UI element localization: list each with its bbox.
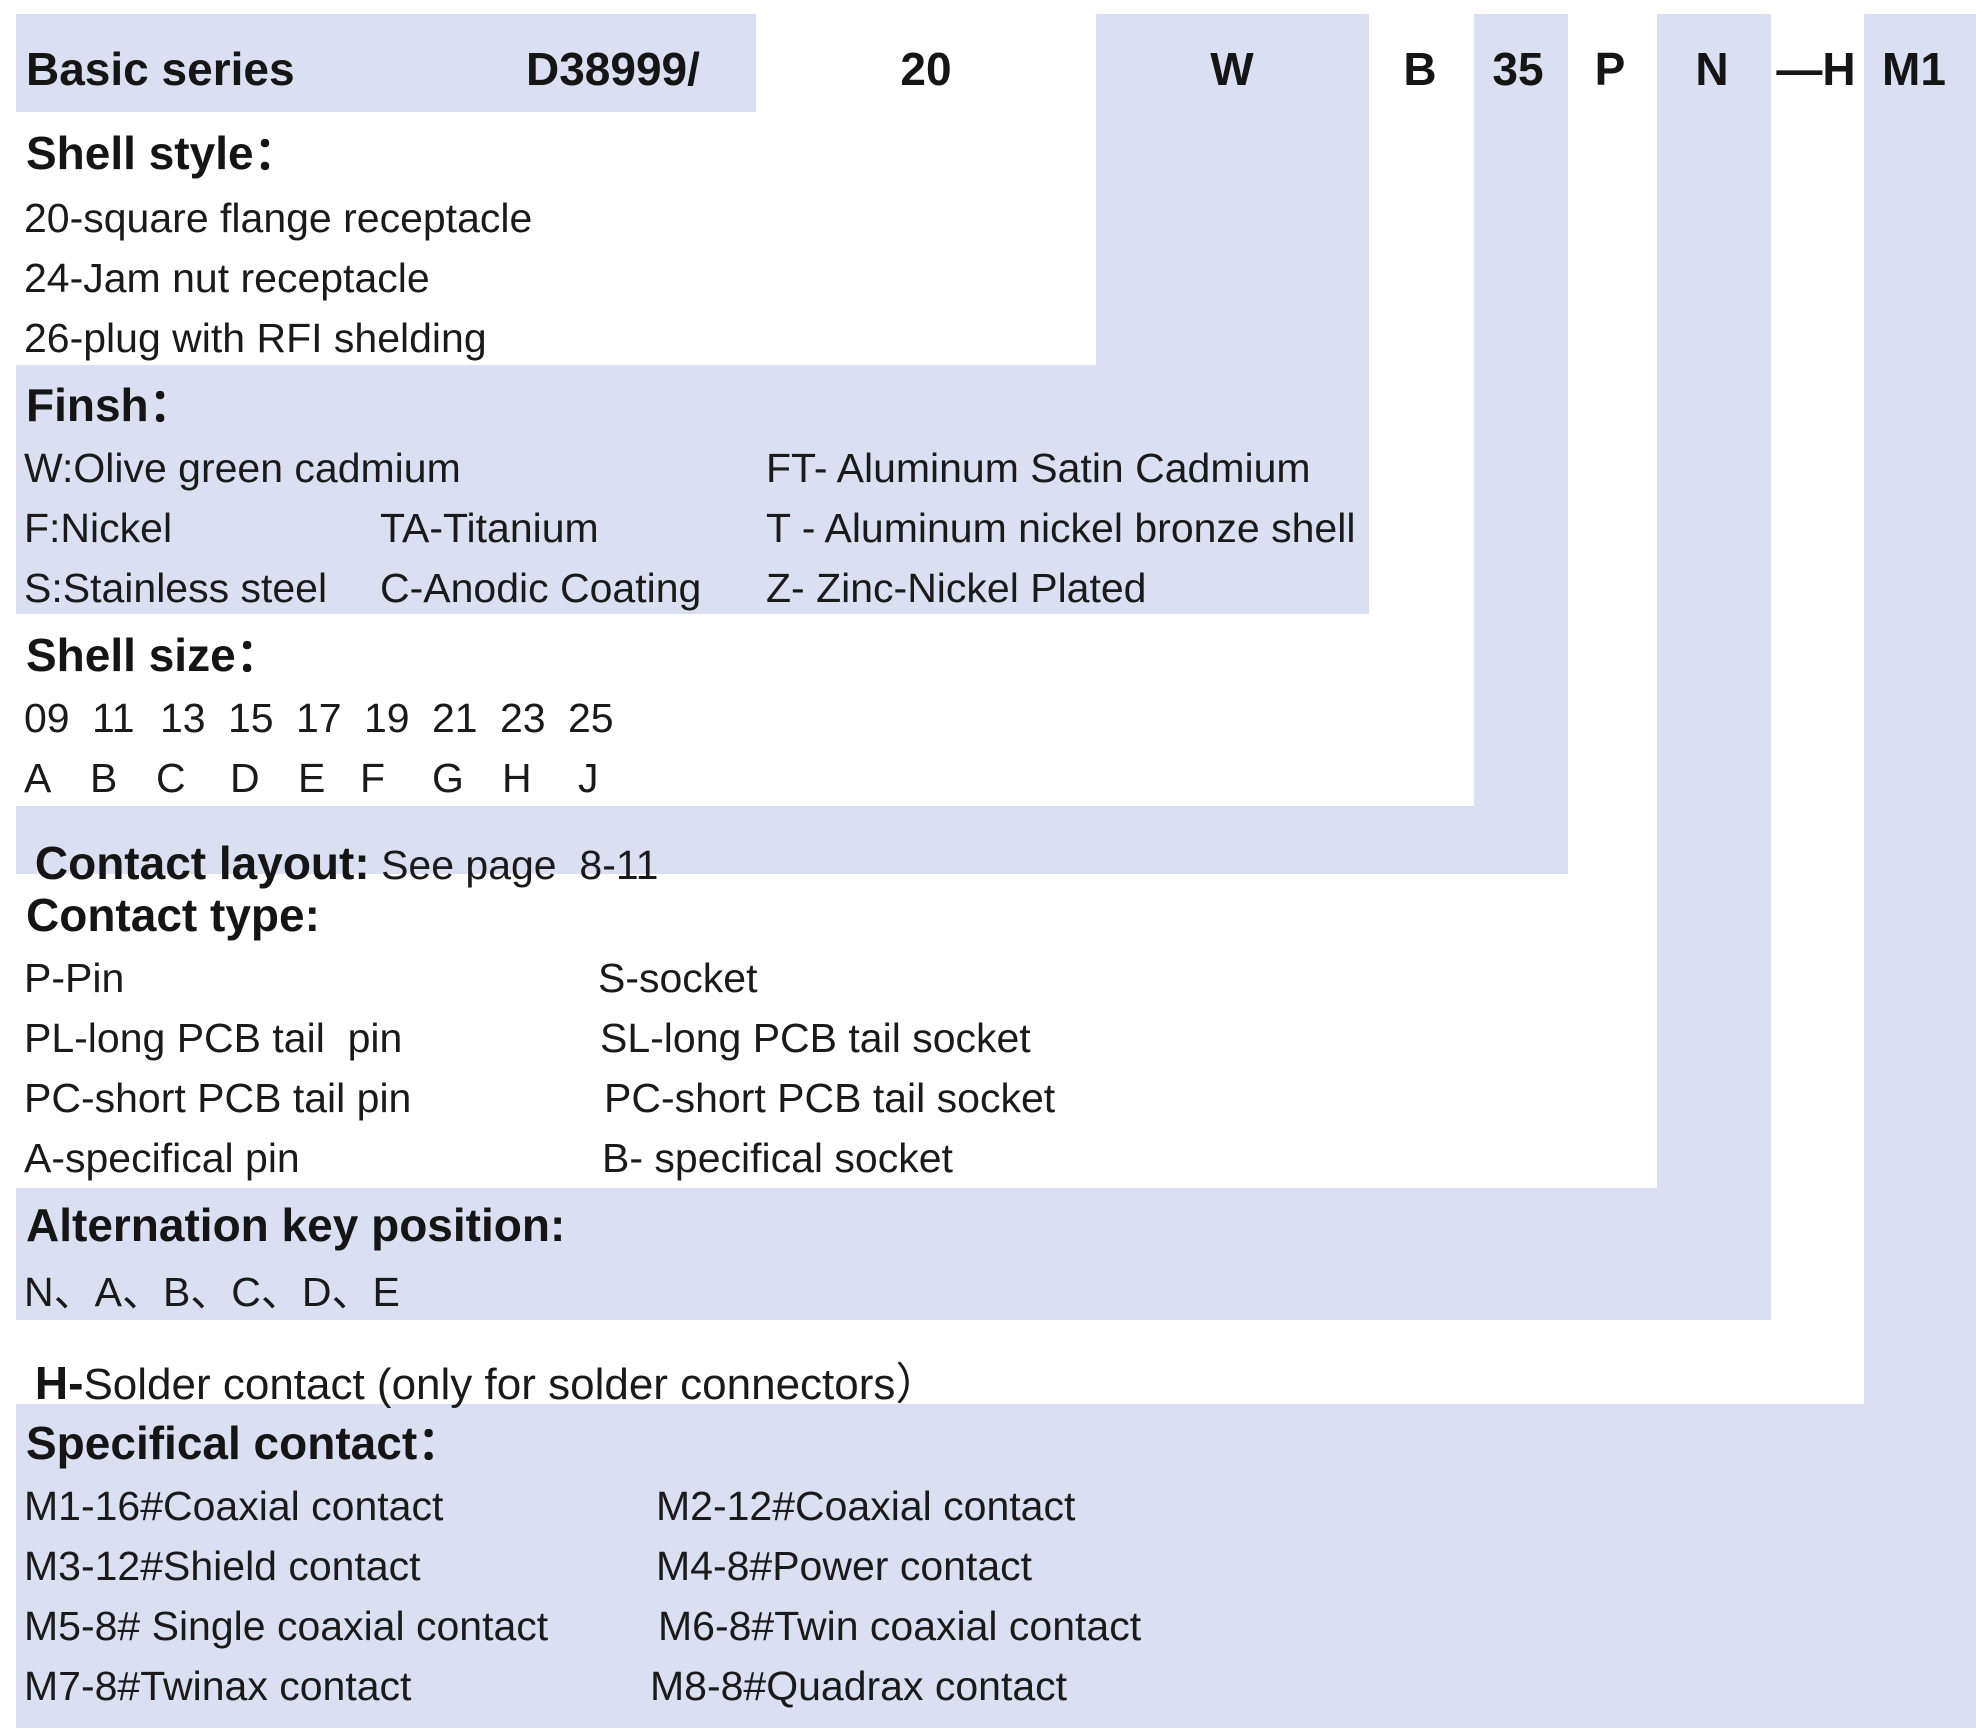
shell-size-letter: E — [298, 755, 326, 801]
shell-style-item: 20-square flange receptacle — [24, 195, 533, 241]
finish-band — [16, 365, 1369, 614]
shell-size-number: 25 — [568, 695, 614, 741]
finish-item: C-Anodic Coating — [380, 565, 702, 611]
code-finish: W — [1210, 43, 1254, 95]
alternation-band — [16, 1188, 1771, 1320]
contact-layout-text: See page 8-11 — [369, 842, 659, 888]
shell-size-number: 11 — [92, 695, 135, 741]
shell-size-number: 17 — [296, 695, 342, 741]
shell-size-letter: C — [156, 755, 186, 801]
finish-item: Z- Zinc-Nickel Plated — [766, 565, 1147, 611]
series-code: D38999/ — [526, 43, 700, 95]
contact-type-title: Contact type: — [26, 889, 320, 941]
contact-type-item: A-specifical pin — [24, 1135, 300, 1181]
specifical-item: M5-8# Single coaxial contact — [24, 1603, 549, 1649]
finish-title: Finsh： — [26, 379, 195, 431]
shell-style-band — [16, 112, 1096, 365]
code-solder: —H — [1776, 43, 1856, 95]
shell-size-letter: B — [90, 755, 118, 801]
shell-size-title: Shell size： — [26, 629, 282, 681]
shell-size-letter: F — [360, 755, 386, 801]
finish-item: FT- Aluminum Satin Cadmium — [766, 445, 1311, 491]
finish-item: S:Stainless steel — [24, 565, 328, 611]
shell-size-letter: G — [432, 755, 464, 801]
specifical-item: M1-16#Coaxial contact — [24, 1483, 444, 1529]
shell-style-title: Shell style： — [26, 127, 300, 179]
contact-type-item: S-socket — [598, 955, 758, 1001]
contact-type-item: B- specifical socket — [602, 1135, 953, 1181]
specifical-item: M3-12#Shield contact — [24, 1543, 421, 1589]
finish-item: W:Olive green cadmium — [24, 445, 461, 491]
specifical-item: M7-8#Twinax contact — [24, 1663, 412, 1709]
contact-layout-title: Contact layout: — [34, 837, 370, 889]
shell-size-number: 13 — [160, 695, 206, 741]
code-key-position: N — [1695, 43, 1729, 95]
code-contact-type: P — [1594, 43, 1626, 95]
contact-type-item: P-Pin — [24, 955, 125, 1001]
shell-size-number: 23 — [500, 695, 546, 741]
shell-size-letter: H — [502, 755, 532, 801]
specifical-item: M8-8#Quadrax contact — [650, 1663, 1068, 1709]
shell-size-letter: A — [24, 755, 52, 801]
contact-layout-row: Contact layout: See page 8-11 — [26, 824, 659, 889]
specifical-item: M4-8#Power contact — [656, 1543, 1033, 1589]
shell-size-letter: D — [230, 755, 260, 801]
solder-text: Solder contact (only for solder connecto… — [83, 1360, 940, 1409]
finish-item: T - Aluminum nickel bronze shell — [766, 505, 1356, 551]
contact-type-item: PC-short PCB tail pin — [24, 1075, 412, 1121]
basic-series-label: Basic series — [26, 43, 295, 95]
solder-row: H-Solder contact (only for solder connec… — [26, 1344, 940, 1409]
finish-item: F:Nickel — [24, 505, 173, 551]
solder-key: H- — [34, 1357, 84, 1409]
contact-type-item: PL-long PCB tail pin — [24, 1015, 403, 1061]
specifical-title: Specifical contact： — [26, 1417, 464, 1469]
code-special: M1 — [1882, 43, 1946, 95]
contact-type-item: PC-short PCB tail socket — [604, 1075, 1056, 1121]
specifical-band — [16, 1404, 1976, 1728]
shell-style-item: 24-Jam nut receptacle — [24, 255, 430, 301]
code-shell-style: 20 — [900, 43, 952, 95]
code-contact-layout: 35 — [1492, 43, 1544, 95]
contact-type-item: SL-long PCB tail socket — [600, 1015, 1031, 1061]
alternation-title: Alternation key position: — [26, 1199, 566, 1251]
header-basic-series-band — [16, 14, 756, 112]
shell-size-number: 21 — [432, 695, 478, 741]
shell-size-letter: J — [578, 755, 599, 801]
specifical-item: M6-8#Twin coaxial contact — [658, 1603, 1142, 1649]
specifical-item: M2-12#Coaxial contact — [656, 1483, 1076, 1529]
shell-size-number: 09 — [24, 695, 70, 741]
contact-layout-column-band — [1474, 14, 1568, 874]
finish-item: TA-Titanium — [380, 505, 599, 551]
shell-style-item: 26-plug with RFI shelding — [24, 315, 487, 361]
alternation-values: N、A、B、C、D、E — [24, 1269, 400, 1315]
shell-size-number: 15 — [228, 695, 274, 741]
key-position-column-band — [1657, 14, 1771, 1320]
code-shell-size: B — [1403, 43, 1437, 95]
contact-layout-band — [16, 806, 1568, 874]
shell-size-number: 19 — [364, 695, 410, 741]
